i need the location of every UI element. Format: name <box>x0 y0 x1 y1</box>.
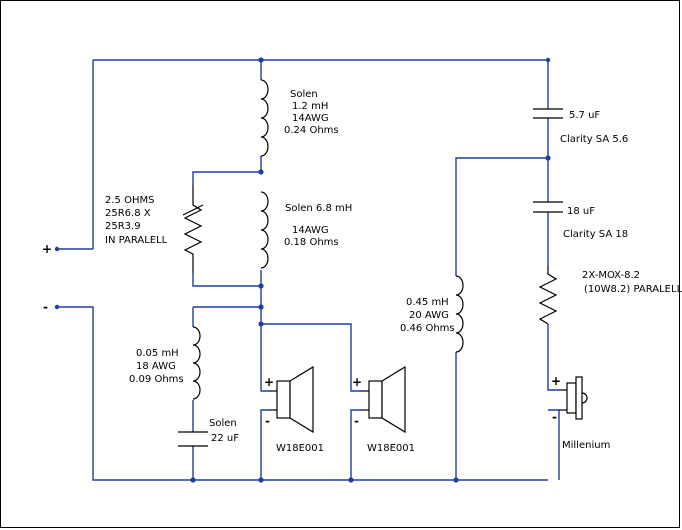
inductor-tweeter <box>455 275 464 353</box>
inductor-mid <box>260 191 269 269</box>
resistor-left-line4: IN PARALELL <box>105 235 168 246</box>
inductor-low <box>192 326 201 400</box>
resistor-left-line2: 25R6.8 X <box>105 208 151 219</box>
inductor-top <box>260 79 269 157</box>
resistor-left-line3: 25R3.9 <box>105 221 141 232</box>
tweeter-minus: - <box>552 410 557 424</box>
inductor-low-value: 0.05 mH <box>136 348 179 359</box>
inductor-tw-gauge: 20 AWG <box>409 310 449 321</box>
junction-dots <box>54 57 551 483</box>
cap-low-value: 22 uF <box>211 433 239 444</box>
woofer-1-minus: - <box>265 414 270 428</box>
capacitor-tweeter-1 <box>533 108 563 119</box>
cap-tw2-value: 18 uF <box>567 206 595 217</box>
woofer-1-speaker-icon <box>269 365 314 434</box>
resistor-left-line1: 2.5 OHMS <box>105 195 154 206</box>
inductor-top-gauge: 14AWG <box>292 113 329 124</box>
inductor-tw-resistance: 0.46 Ohms <box>400 323 455 334</box>
inductor-mid-gauge: 14AWG <box>292 225 329 236</box>
capacitor-tweeter-2 <box>533 201 563 213</box>
resistor-tw-line2: (10W8.2) PARALELL <box>584 284 682 295</box>
woofer-1-model: W18E001 <box>276 443 324 454</box>
inductor-mid-resistance: 0.18 Ohms <box>284 237 339 248</box>
inductor-top-brand: Solen <box>290 89 318 100</box>
cap-low-brand: Solen <box>209 418 237 429</box>
inductor-top-resistance: 0.24 Ohms <box>284 125 339 136</box>
input-minus-label: - <box>43 300 48 314</box>
inductor-low-gauge: 18 AWG <box>136 361 176 372</box>
resistor-tw-line1: 2X-MOX-8.2 <box>582 270 640 281</box>
cap-tw1-value: 5.7 uF <box>569 110 600 121</box>
cap-tw1-model: Clarity SA 5.6 <box>560 134 628 145</box>
tweeter-speaker-icon <box>559 376 588 420</box>
input-plus-label: + <box>42 242 52 256</box>
resistor-tweeter <box>538 266 558 325</box>
capacitor-low <box>178 431 208 447</box>
cap-tw2-model: Clarity SA 18 <box>563 229 628 240</box>
tweeter-plus: + <box>551 374 561 388</box>
inductor-top-value: 1.2 mH <box>292 101 328 112</box>
wires <box>57 59 560 481</box>
resistor-left <box>182 185 204 273</box>
woofer-2-model: W18E001 <box>367 443 415 454</box>
inductor-mid-brand-value: Solen 6.8 mH <box>285 203 352 214</box>
inductor-tw-value: 0.45 mH <box>406 297 449 308</box>
woofer-1-plus: + <box>264 375 274 389</box>
woofer-2-plus: + <box>352 375 362 389</box>
woofer-2-minus: - <box>354 414 359 428</box>
woofer-2-speaker-icon <box>361 365 406 434</box>
inductor-low-resistance: 0.09 Ohms <box>129 374 184 385</box>
tweeter-model: Millenium <box>562 440 610 451</box>
